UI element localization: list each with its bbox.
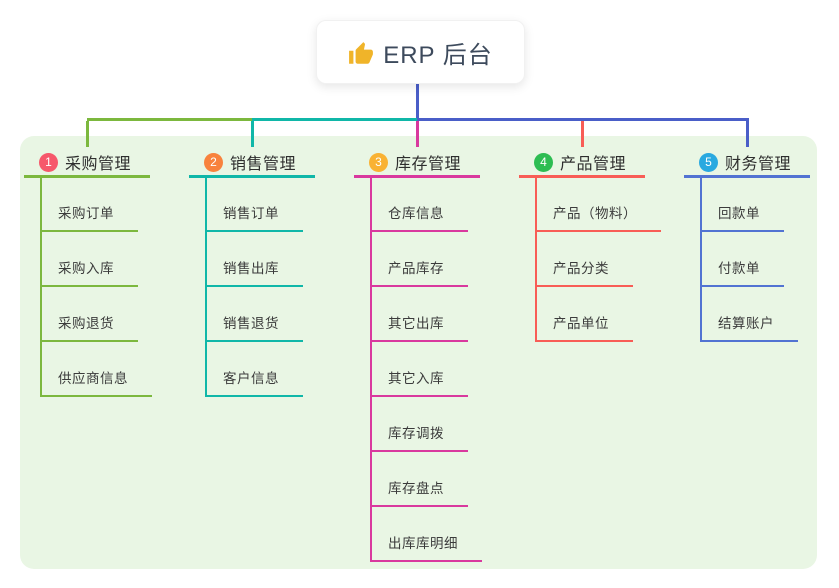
branch-drop-line-2 (250, 121, 254, 147)
trunk-segment-2 (252, 118, 417, 121)
branch-label: 采购管理 (65, 156, 132, 173)
item-node[interactable]: 采购订单 (42, 177, 138, 232)
branch-label: 库存管理 (395, 156, 462, 173)
item-node[interactable]: 产品库存 (372, 232, 468, 287)
item-node[interactable]: 产品（物料） (537, 177, 661, 232)
item-node[interactable]: 客户信息 (207, 342, 303, 397)
branch-node-4[interactable]: 4 产品管理 (519, 149, 645, 178)
branch-node-2[interactable]: 2 销售管理 (189, 149, 315, 178)
branches-panel-background (20, 136, 817, 569)
item-node[interactable]: 销售退货 (207, 287, 303, 342)
item-node[interactable]: 供应商信息 (42, 342, 152, 397)
branch-label: 销售管理 (230, 156, 297, 173)
branch-node-5[interactable]: 5 财务管理 (684, 149, 810, 178)
branch-items-1: 采购订单采购入库采购退货供应商信息 (40, 177, 152, 397)
branch-node-1[interactable]: 1 采购管理 (24, 149, 150, 178)
item-node[interactable]: 出库库明细 (372, 507, 482, 562)
root-label: ERP 后台 (383, 41, 493, 69)
item-node[interactable]: 库存调拨 (372, 397, 468, 452)
branch-number-badge: 2 (204, 152, 223, 172)
branch-items-3: 仓库信息产品库存其它出库其它入库库存调拨库存盘点出库库明细 (370, 177, 482, 562)
branch-number-badge: 3 (369, 152, 388, 172)
branch-drop-line-4 (580, 121, 584, 147)
branch-items-4: 产品（物料）产品分类产品单位 (535, 177, 661, 342)
branch-number-badge: 4 (534, 152, 553, 172)
root-node[interactable]: ERP 后台 (316, 20, 525, 84)
branch-number-badge: 5 (699, 152, 718, 172)
item-node[interactable]: 回款单 (702, 177, 784, 232)
trunk-segment-1 (87, 118, 252, 121)
item-node[interactable]: 销售出库 (207, 232, 303, 287)
item-node[interactable]: 库存盘点 (372, 452, 468, 507)
item-node[interactable]: 产品分类 (537, 232, 633, 287)
branch-label: 财务管理 (725, 156, 792, 173)
item-node[interactable]: 其它出库 (372, 287, 468, 342)
item-node[interactable]: 采购入库 (42, 232, 138, 287)
branch-drop-line-3 (415, 121, 419, 147)
branch-drop-line-1 (85, 121, 89, 147)
root-connector-line (415, 82, 419, 121)
item-node[interactable]: 采购退货 (42, 287, 138, 342)
branch-label: 产品管理 (560, 156, 627, 173)
thumbs-up-icon (349, 41, 374, 64)
branch-drop-line-5 (745, 121, 749, 147)
item-node[interactable]: 产品单位 (537, 287, 633, 342)
branch-items-5: 回款单付款单结算账户 (700, 177, 798, 342)
item-node[interactable]: 付款单 (702, 232, 784, 287)
branch-node-3[interactable]: 3 库存管理 (354, 149, 480, 178)
item-node[interactable]: 仓库信息 (372, 177, 468, 232)
item-node[interactable]: 其它入库 (372, 342, 468, 397)
item-node[interactable]: 结算账户 (702, 287, 798, 342)
item-node[interactable]: 销售订单 (207, 177, 303, 232)
branch-number-badge: 1 (39, 152, 58, 172)
branch-items-2: 销售订单销售出库销售退货客户信息 (205, 177, 303, 397)
trunk-segment-3 (417, 118, 749, 121)
